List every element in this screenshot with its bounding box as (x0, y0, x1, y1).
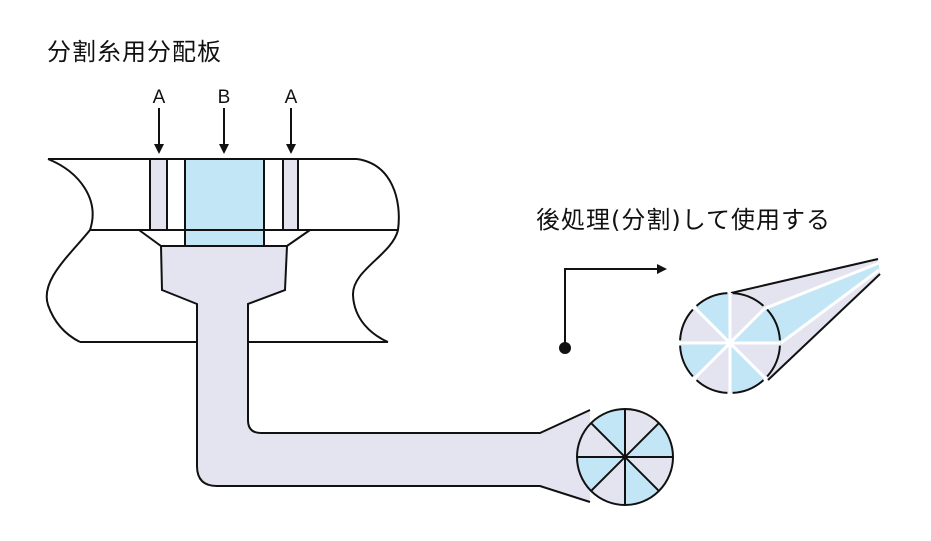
cross-section-segment (730, 307, 780, 343)
cross-section-segment (730, 343, 766, 393)
hole-label-a-right: A (285, 87, 298, 108)
stem-outline-inner (247, 245, 591, 434)
stem-outline-outer (160, 245, 591, 503)
cross-section-segment (680, 343, 730, 379)
cross-section-outline-arc (695, 379, 728, 394)
cross-section-outline-arc (732, 292, 765, 307)
cross-section-split (679, 292, 781, 394)
cone-divider-top (765, 261, 880, 310)
cross-section-segment (577, 423, 625, 457)
cross-section-segment (577, 457, 625, 491)
cross-section-outline-arc (766, 308, 781, 341)
fiber-stem-fill (161, 246, 590, 502)
cross-section-segment (625, 423, 673, 457)
cross-section-segment (625, 457, 659, 505)
hole-walls (149, 159, 299, 246)
cross-section-outline (576, 408, 674, 506)
split-fiber-cone-blue (766, 263, 879, 343)
hole-a-right-fill (283, 159, 298, 230)
cross-section-segment (625, 457, 673, 491)
cone-edge-bottom (767, 273, 881, 381)
cone-divider-bottom (780, 268, 880, 345)
cross-section-segment (694, 293, 730, 343)
hole-label-a-left: A (153, 87, 166, 108)
cross-section-segment (591, 409, 625, 457)
hole-a-left-fill (150, 159, 167, 230)
cross-section-segment (591, 457, 625, 505)
cross-section-outline-arc (766, 345, 781, 378)
cross-section-segment (694, 343, 730, 393)
hole-b-fill (185, 159, 264, 246)
cross-section-divider (590, 422, 660, 492)
cross-section-outline-arc (732, 379, 765, 394)
cross-section-segment (730, 293, 766, 343)
cross-section-divider (693, 306, 767, 380)
cross-section-segment (625, 409, 659, 457)
cross-section-outline-arc (679, 308, 694, 341)
cross-section-outline-arc (679, 345, 694, 378)
plate-left-break-line (45, 158, 94, 343)
hole-label-b: B (218, 87, 231, 108)
process-arrow (564, 264, 667, 348)
cone-edge-top (730, 258, 879, 294)
cross-section-segment (680, 307, 730, 343)
cross-section-outline-arc (695, 292, 728, 307)
plate-right-break-line (351, 158, 400, 343)
post-process-caption: 後処理(分割)して使用する (536, 206, 832, 234)
cross-section-segment (730, 343, 780, 379)
cross-section-exit (576, 408, 674, 506)
diagram-title: 分割糸用分配板 (47, 38, 222, 66)
funnel-outline (138, 229, 311, 247)
